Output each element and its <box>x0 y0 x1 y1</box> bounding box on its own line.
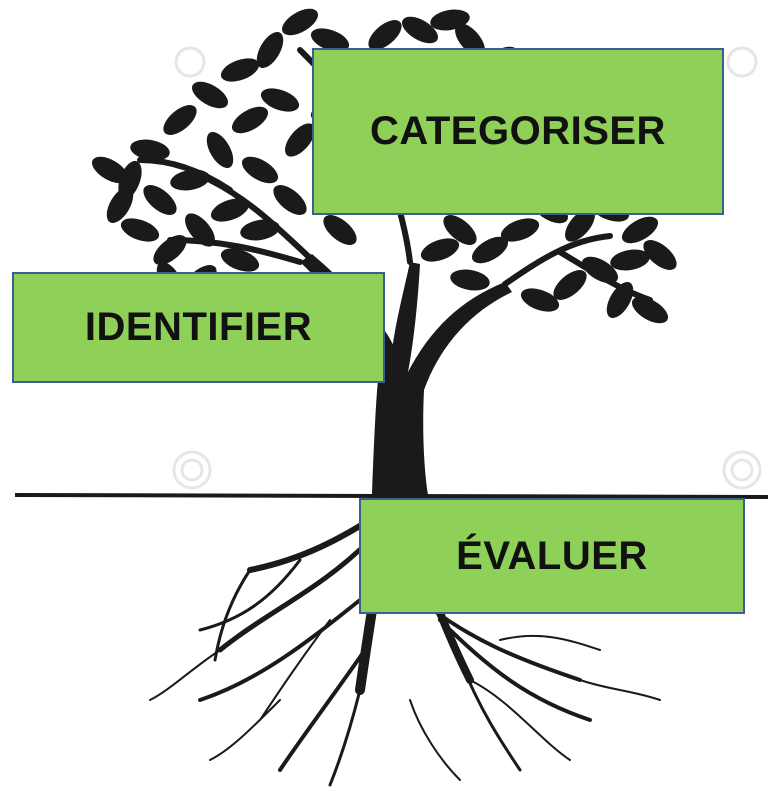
leaf <box>368 20 402 50</box>
leaf <box>185 213 215 247</box>
leaf <box>610 249 650 271</box>
leaf <box>260 88 300 112</box>
leaf <box>565 208 595 242</box>
leaf <box>130 139 170 161</box>
leaf <box>450 269 490 291</box>
leaf <box>285 123 315 157</box>
identifier-label-box: IDENTIFIER <box>12 272 385 383</box>
leaf <box>643 240 677 270</box>
leaf <box>323 215 357 245</box>
leaf <box>206 131 234 169</box>
evaluer-label: ÉVALUER <box>456 533 648 578</box>
leaf <box>241 156 279 184</box>
leaf <box>581 256 619 284</box>
identifier-label: IDENTIFIER <box>84 305 313 349</box>
leaf <box>401 16 439 44</box>
categoriser-label: CATEGORISER <box>370 109 666 153</box>
leaf <box>231 106 269 134</box>
leaf <box>606 281 634 319</box>
leaf <box>220 58 260 82</box>
leaf <box>443 215 477 245</box>
leaf <box>220 248 260 272</box>
leaf <box>91 156 129 184</box>
leaf <box>170 169 210 191</box>
leaf <box>143 185 177 215</box>
categoriser-label-box: CATEGORISER <box>312 48 724 215</box>
leaf <box>240 219 280 241</box>
leaf <box>163 105 197 135</box>
leaf <box>106 186 134 224</box>
leaf <box>621 216 659 244</box>
leaf <box>520 288 560 312</box>
leaf <box>631 296 669 324</box>
leaf <box>281 8 319 36</box>
leaf <box>120 218 160 242</box>
leaf <box>191 81 229 109</box>
leaf <box>210 198 250 222</box>
leaf <box>553 270 587 300</box>
leaf <box>500 218 540 242</box>
leaf <box>273 185 307 215</box>
leaf <box>310 28 350 52</box>
leaf <box>420 238 460 262</box>
watermark <box>172 46 762 490</box>
leaf <box>471 236 509 264</box>
evaluer-label-box: ÉVALUER <box>359 498 745 614</box>
leaf <box>153 235 187 265</box>
leaf <box>256 31 284 69</box>
